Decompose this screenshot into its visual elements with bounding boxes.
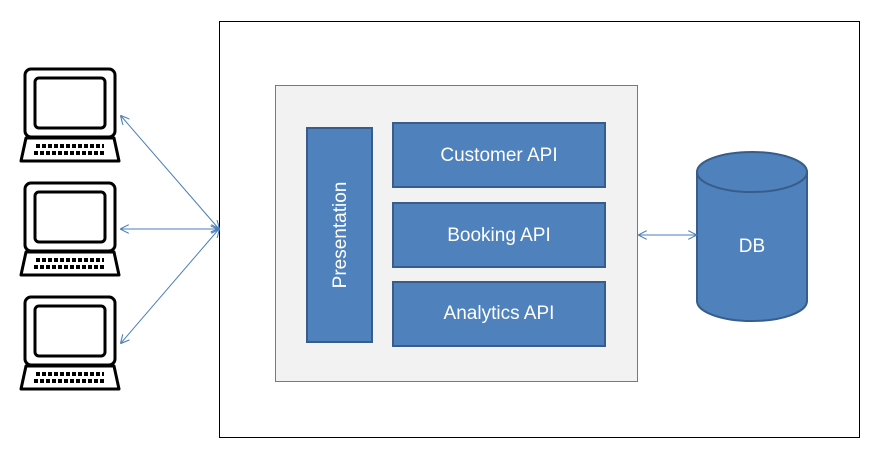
client-laptop-icon-1 bbox=[19, 67, 121, 163]
client-laptop-icon-2 bbox=[19, 181, 121, 277]
database-label: DB bbox=[739, 236, 765, 257]
presentation-label: Presentation bbox=[330, 182, 351, 289]
api-label-analytics: Analytics API bbox=[444, 303, 555, 324]
client-arrow-1 bbox=[121, 116, 219, 229]
api-box-analytics: Analytics API bbox=[392, 281, 606, 347]
api-label-booking: Booking API bbox=[447, 225, 551, 246]
api-label-customer: Customer API bbox=[440, 145, 557, 166]
client-laptop-icon-3 bbox=[19, 295, 121, 391]
database-cylinder: DB bbox=[696, 151, 808, 322]
api-box-customer: Customer API bbox=[392, 122, 606, 188]
api-box-booking: Booking API bbox=[392, 202, 606, 268]
presentation-layer-box: Presentation bbox=[306, 127, 373, 343]
client-arrow-3 bbox=[121, 229, 219, 343]
